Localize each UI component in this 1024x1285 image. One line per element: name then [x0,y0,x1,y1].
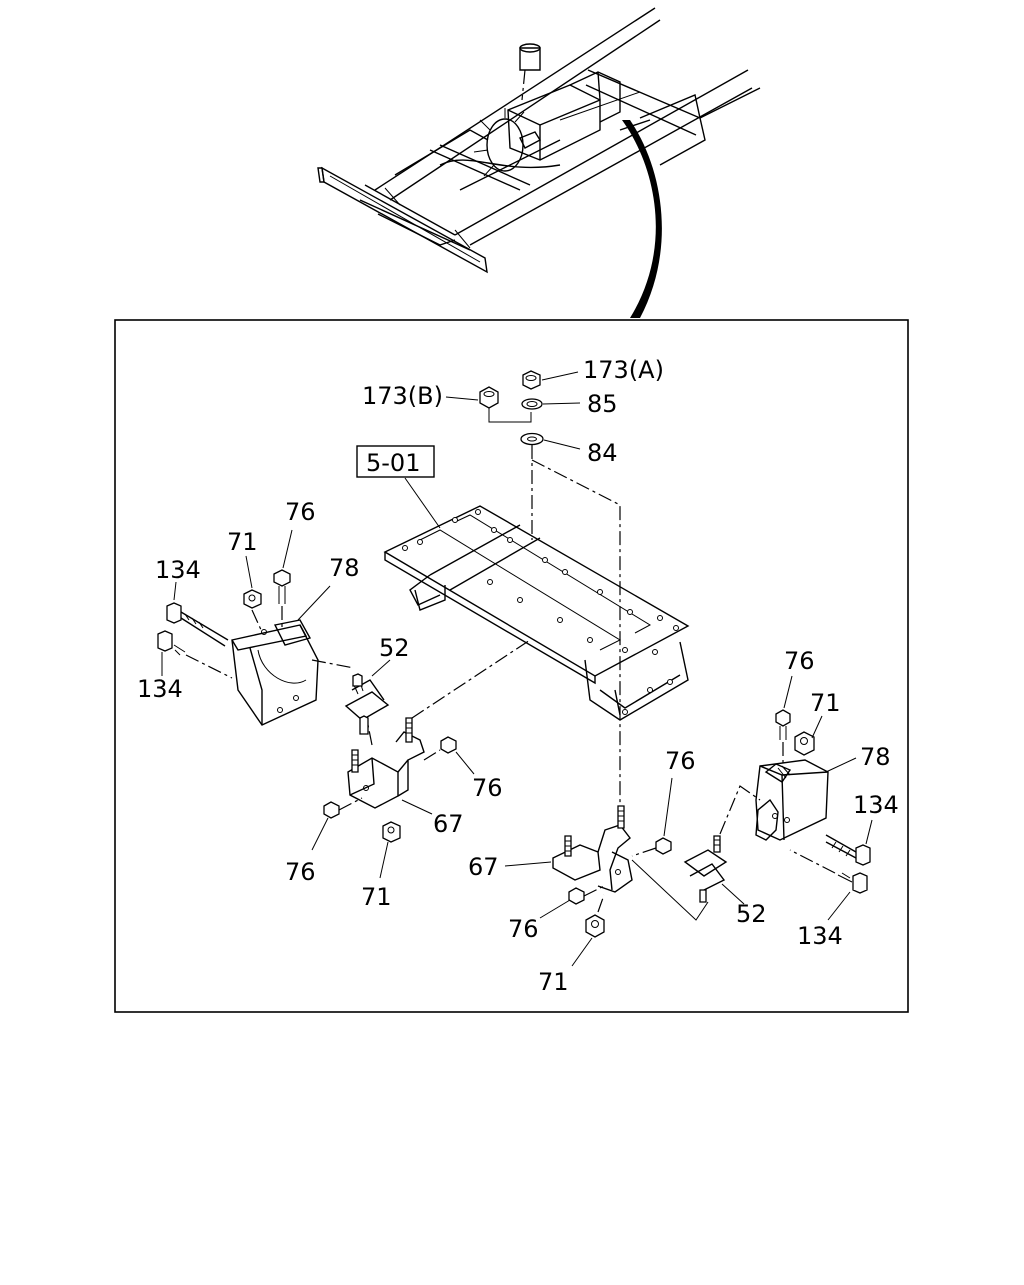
callout-71-left-top: 71 [227,528,258,556]
callout-78-right: 78 [860,743,891,771]
callout-76-left-top: 76 [285,498,316,526]
callout-173b: 173(B) [362,382,443,410]
callout-67-right: 67 [468,853,499,881]
callout-71-right-bottom: 71 [538,968,569,996]
callout-173a: 173(A) [583,356,664,384]
callout-71-right-top: 71 [810,689,841,717]
right-engine-bracket [504,675,873,967]
callout-76-right-mid: 76 [665,747,696,775]
left-engine-bracket [157,529,531,879]
callout-71-left-bottom: 71 [361,883,392,911]
callout-134-right-top: 134 [853,791,899,819]
crossmember [383,505,690,721]
callout-76-left-mid: 76 [472,774,503,802]
callout-134-left-top: 134 [155,556,201,584]
callout-76-right-top: 76 [784,647,815,675]
callout-134-left-bottom: 134 [137,675,183,703]
callout-52-left: 52 [379,634,410,662]
reference-label: 5-01 [366,449,420,477]
callout-78-left: 78 [329,554,360,582]
callout-85: 85 [587,390,618,418]
top-hardware [445,370,621,810]
callout-52-right: 52 [736,900,767,928]
callout-84: 84 [587,439,618,467]
detail-pointer [622,120,662,318]
reference-box [356,445,435,478]
chassis-overview [317,7,761,318]
callout-76-right-bottom: 76 [508,915,539,943]
callout-134-right-bottom: 134 [797,922,843,950]
callout-76-left-bottom: 76 [285,858,316,886]
callout-67-left: 67 [433,810,464,838]
detail-frame [114,319,909,1013]
